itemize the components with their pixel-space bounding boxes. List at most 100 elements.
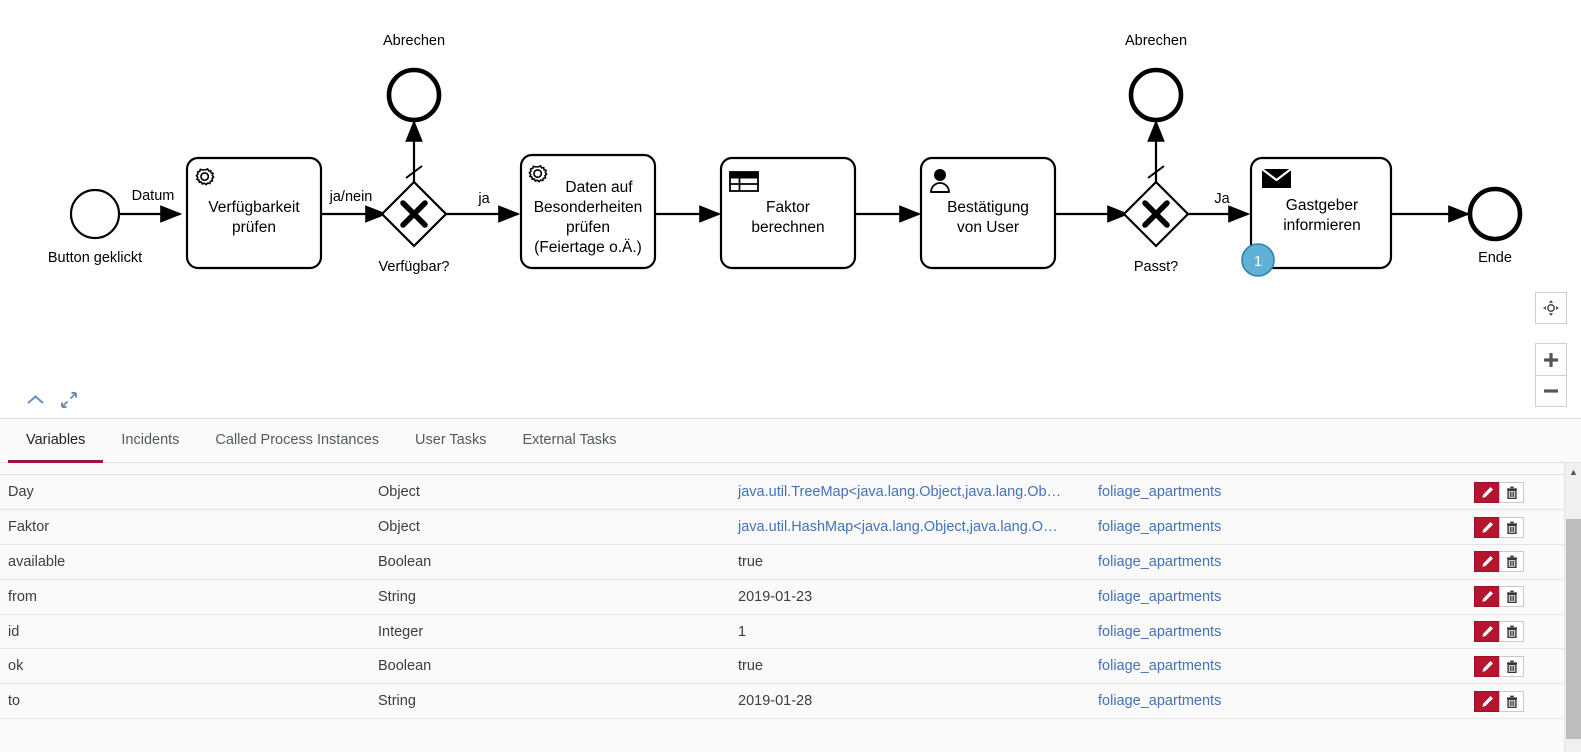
edit-variable-button[interactable] <box>1474 621 1499 643</box>
table-row[interactable]: Faktor Object java.util.HashMap<java.lan… <box>0 509 1581 546</box>
delete-variable-button[interactable] <box>1499 655 1524 677</box>
variable-value: 2019-01-23 <box>730 579 1090 615</box>
row-actions[interactable] <box>1460 509 1581 546</box>
task-label-line-1: Verfügbarkeit <box>208 199 300 216</box>
task-label-line-2: von User <box>957 219 1019 236</box>
exclusive-gateway-verfuegbar[interactable] <box>380 180 448 248</box>
tab-external-tasks[interactable]: External Tasks <box>522 432 617 448</box>
variable-scope[interactable]: foliage_apartments <box>1090 509 1460 546</box>
variable-scope-link[interactable]: foliage_apartments <box>1098 623 1222 640</box>
bpmn-canvas[interactable]: Button geklickt Datum Verfügbarkeit prüf… <box>0 0 1581 418</box>
gear-icon <box>528 165 548 183</box>
send-task-gastgeber-informieren[interactable]: Gastgeber informieren <box>1249 156 1393 270</box>
variable-value[interactable]: java.util.HashMap<java.lang.Object,java.… <box>730 509 1090 546</box>
variable-value: 2019-01-28 <box>730 683 1090 720</box>
reset-zoom-button[interactable] <box>1535 292 1567 324</box>
scroll-up-arrow-icon[interactable]: ▲ <box>1569 467 1578 477</box>
token-count-badge[interactable]: 1 <box>1241 243 1275 277</box>
variable-scope[interactable]: foliage_apartments <box>1090 648 1460 685</box>
tab-user-tasks[interactable]: User Tasks <box>415 432 487 448</box>
tab-called-process-instances[interactable]: Called Process Instances <box>215 432 380 448</box>
task-label-line-2: prüfen <box>232 219 276 236</box>
row-actions[interactable] <box>1460 579 1581 615</box>
table-row[interactable]: to String 2019-01-28 foliage_apartments <box>0 683 1581 720</box>
variable-scope[interactable]: foliage_apartments <box>1090 475 1460 511</box>
edit-variable-button[interactable] <box>1474 516 1499 538</box>
delete-variable-button[interactable] <box>1499 551 1524 573</box>
minus-icon <box>1544 389 1558 393</box>
service-task-verfuegbarkeit-pruefen[interactable]: Verfügbarkeit prüfen <box>185 156 323 270</box>
end-event-abrechen-2[interactable] <box>1128 67 1184 123</box>
delete-variable-button[interactable] <box>1499 621 1524 643</box>
row-actions[interactable] <box>1460 475 1581 511</box>
pane-toggle-group[interactable] <box>22 388 82 412</box>
edit-variable-button[interactable] <box>1474 690 1499 712</box>
tab-variables[interactable]: Variables <box>8 420 104 463</box>
delete-variable-button[interactable] <box>1499 481 1524 503</box>
edit-variable-button[interactable] <box>1474 655 1499 677</box>
row-actions[interactable] <box>1460 683 1581 720</box>
variable-type: Object <box>370 509 730 546</box>
table-row[interactable]: available Boolean true foliage_apartment… <box>0 544 1581 580</box>
table-row[interactable]: ok Boolean true foliage_apartments <box>0 648 1581 685</box>
end-event-label-abrechen-2: Abrechen <box>1125 33 1187 49</box>
pencil-icon <box>1481 521 1493 533</box>
variable-scope-link[interactable]: foliage_apartments <box>1098 658 1222 675</box>
variable-scope[interactable]: foliage_apartments <box>1090 544 1460 580</box>
trash-icon <box>1506 486 1517 499</box>
service-task-besonderheiten-pruefen[interactable]: Daten auf Besonderheiten prüfen (Feierta… <box>519 153 657 270</box>
variable-value: 1 <box>730 614 1090 650</box>
user-task-bestaetigung-von-user[interactable]: Bestätigung von User <box>919 156 1057 270</box>
end-event-abrechen-1[interactable] <box>386 67 442 123</box>
variables-table-panel[interactable]: Day Object java.util.TreeMap<java.lang.O… <box>0 463 1581 752</box>
variable-scope-link[interactable]: foliage_apartments <box>1098 588 1222 605</box>
tab-incidents[interactable]: Incidents <box>121 432 180 448</box>
row-actions[interactable] <box>1460 614 1581 650</box>
default-flow-marker <box>1147 165 1165 179</box>
detail-tabs[interactable]: Variables Incidents Called Process Insta… <box>0 418 1581 463</box>
task-label-line-3: prüfen <box>566 219 610 236</box>
zoom-controls[interactable] <box>1535 292 1567 407</box>
trash-icon <box>1506 590 1517 604</box>
delete-variable-button[interactable] <box>1499 586 1524 608</box>
edit-variable-button[interactable] <box>1474 586 1499 608</box>
row-actions[interactable] <box>1460 648 1581 685</box>
row-actions[interactable] <box>1460 544 1581 580</box>
variable-scope[interactable]: foliage_apartments <box>1090 614 1460 650</box>
delete-variable-button[interactable] <box>1499 516 1524 538</box>
expand-panel-button[interactable] <box>56 388 82 412</box>
zoom-in-button[interactable] <box>1535 343 1567 375</box>
bpmn-diagram-pane[interactable]: Button geklickt Datum Verfügbarkeit prüf… <box>0 0 1581 418</box>
table-row[interactable]: id Integer 1 foliage_apartments <box>0 614 1581 650</box>
user-icon <box>930 169 950 193</box>
start-event[interactable] <box>69 188 121 240</box>
task-label-line-1: Daten auf <box>565 179 633 196</box>
exclusive-gateway-passt[interactable] <box>1122 180 1190 248</box>
flow-label-ja-1: ja <box>477 191 490 207</box>
variable-name: Day <box>0 475 370 511</box>
variable-scope[interactable]: foliage_apartments <box>1090 579 1460 615</box>
variable-scope-link[interactable]: foliage_apartments <box>1098 484 1222 501</box>
edit-variable-button[interactable] <box>1474 551 1499 573</box>
variable-value-link[interactable]: java.util.HashMap<java.lang.Object,java.… <box>738 519 1058 536</box>
table-row[interactable]: Day Object java.util.TreeMap<java.lang.O… <box>0 475 1581 511</box>
variable-scope-link[interactable]: foliage_apartments <box>1098 553 1222 570</box>
variable-name: Faktor <box>0 509 370 546</box>
variable-scope[interactable]: foliage_apartments <box>1090 683 1460 720</box>
collapse-panel-button[interactable] <box>22 388 48 412</box>
variable-scope-link[interactable]: foliage_apartments <box>1098 519 1222 536</box>
variable-value[interactable]: java.util.TreeMap<java.lang.Object,java.… <box>730 475 1090 511</box>
edit-variable-button[interactable] <box>1474 481 1499 503</box>
business-rule-task-faktor-berechnen[interactable]: Faktor berechnen <box>719 156 857 270</box>
chevron-up-icon <box>26 395 44 404</box>
variable-value-link[interactable]: java.util.TreeMap<java.lang.Object,java.… <box>738 484 1062 501</box>
table-row[interactable]: from String 2019-01-23 foliage_apartment… <box>0 579 1581 615</box>
variable-type: Integer <box>370 614 730 650</box>
table-vertical-scrollbar[interactable]: ▲ <box>1564 463 1581 752</box>
scrollbar-thumb[interactable] <box>1566 519 1581 739</box>
zoom-out-button[interactable] <box>1535 375 1567 407</box>
end-event-ende[interactable] <box>1467 186 1523 242</box>
variable-scope-link[interactable]: foliage_apartments <box>1098 693 1222 710</box>
delete-variable-button[interactable] <box>1499 690 1524 712</box>
